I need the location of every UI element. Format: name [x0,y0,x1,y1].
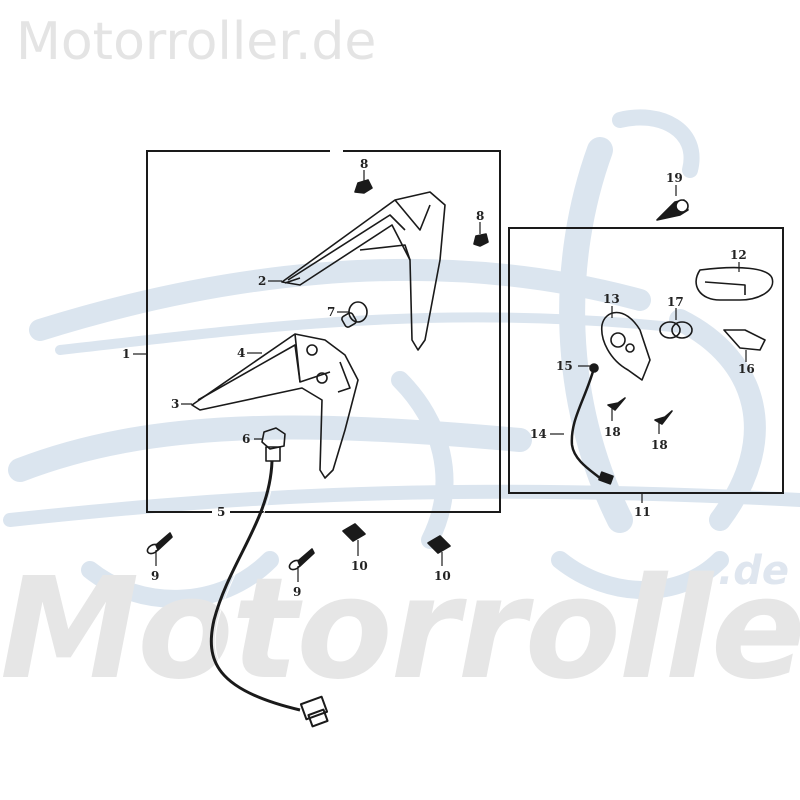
callout-9b: 9 [293,585,301,599]
callout-9a: 9 [151,569,159,583]
wire-harness-icon [209,460,301,712]
bulb-icon [659,321,693,339]
callout-19: 19 [666,171,683,185]
callout-12: 12 [730,248,747,262]
reflector-body-icon [191,333,359,479]
callout-6: 6 [242,432,250,446]
watermark-bottom: Motorroller [0,548,800,711]
callout-13: 13 [603,292,620,306]
callout-18a: 18 [604,425,621,439]
socket-icon [261,427,286,462]
callout-10b: 10 [434,569,451,583]
connector-icon [589,363,614,485]
callout-5: 5 [217,505,225,519]
callout-8b: 8 [476,209,484,223]
watermark-bottom-suffix: .de [718,548,789,594]
callout-14: 14 [530,427,547,441]
callout-18b: 18 [651,438,668,452]
callout-3: 3 [171,397,179,411]
callout-2: 2 [258,274,266,288]
connector-icon [299,695,329,728]
callout-8a: 8 [360,157,368,171]
callout-17: 17 [667,295,684,309]
reflector-icon [723,329,766,351]
callout-15: 15 [556,359,573,373]
lens-icon [695,266,774,301]
turn-signal-housing-icon [281,191,446,351]
side-housing-icon [601,311,651,381]
callout-11: 11 [634,505,651,519]
bulb-icon [341,301,368,328]
callout-1: 1 [122,347,130,361]
callout-7: 7 [327,305,335,319]
watermark-top: Motorroller.de [16,12,377,72]
callout-10a: 10 [351,559,368,573]
wire-icon [570,367,601,479]
screw-icon [146,532,315,571]
leader-lines [133,170,747,582]
callout-4: 4 [237,346,245,360]
callout-16: 16 [738,362,755,376]
screw-icon [656,199,689,221]
group-1-frame [146,150,330,513]
screw-icon [607,397,673,425]
screw-icon [354,179,489,247]
clip-nut-icon [342,523,451,554]
group-11-frame [508,227,784,494]
